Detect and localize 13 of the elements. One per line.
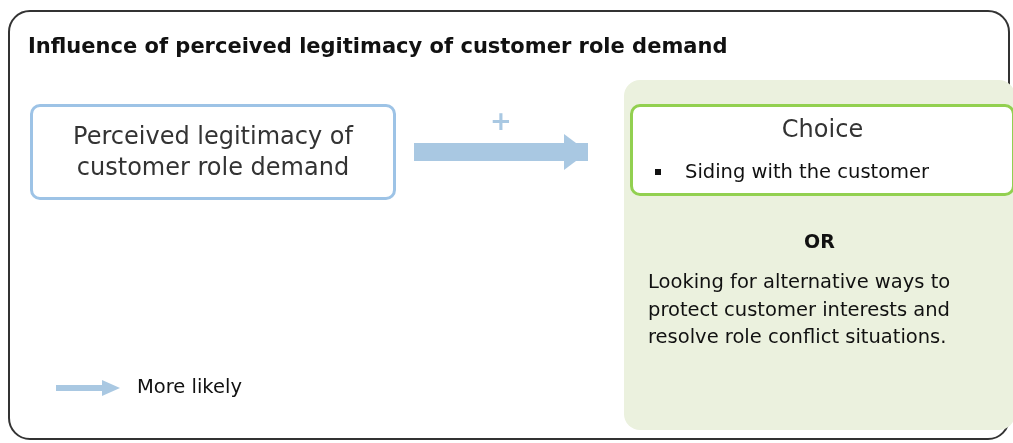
box-heading: Choice bbox=[780, 115, 865, 143]
process-box bbox=[30, 104, 396, 200]
edge-label: + bbox=[489, 108, 513, 134]
choice-box bbox=[630, 104, 1013, 196]
result-panel bbox=[624, 80, 1013, 430]
box-text: Perceived legitimacy of customer role demand bbox=[72, 120, 355, 183]
diagram-frame bbox=[8, 10, 1010, 440]
option-text: Looking for alternative ways to protect customer interests and resolve role conflict situations. bbox=[648, 269, 952, 351]
or-label: OR bbox=[803, 230, 836, 252]
frame-heading: Influence of perceived legitimacy of customer role demand bbox=[28, 34, 728, 58]
legend-label: More likely bbox=[137, 375, 242, 398]
arrow bbox=[414, 134, 588, 170]
bullet-text: Siding with the customer bbox=[685, 160, 930, 183]
